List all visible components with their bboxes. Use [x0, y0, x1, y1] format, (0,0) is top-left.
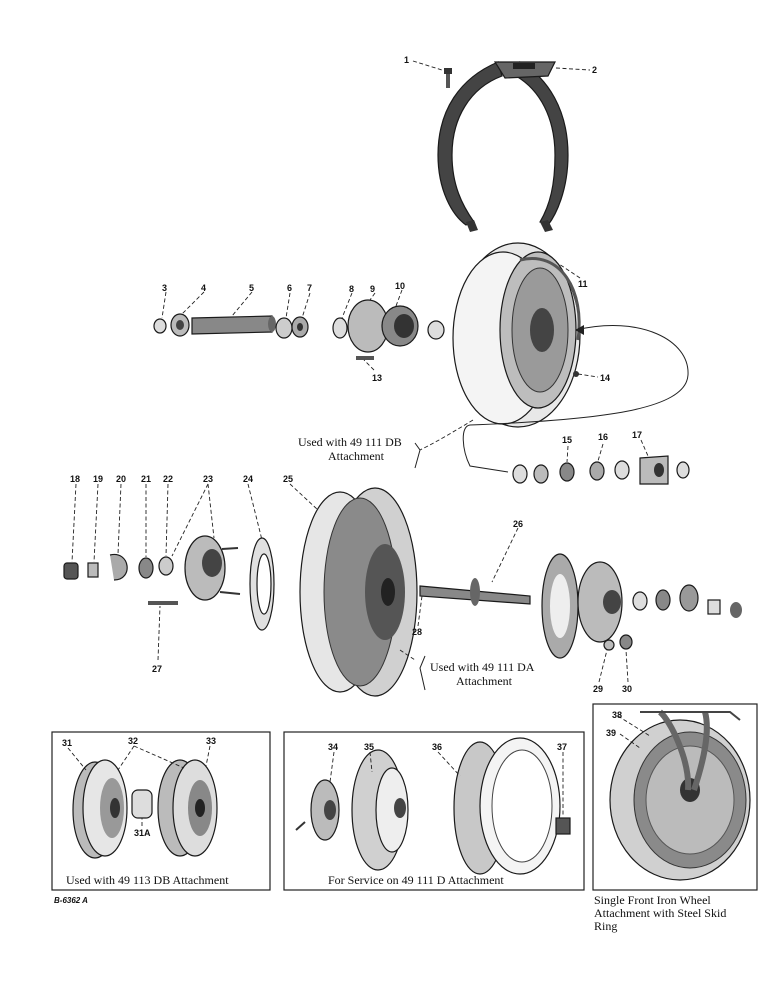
callout-11: 11 [578, 279, 588, 289]
lower-wheel-part [299, 487, 418, 697]
callout-33: 33 [206, 736, 216, 746]
callout-38: 38 [612, 710, 622, 720]
callout-20: 20 [116, 474, 126, 484]
caption-used-db-1: Used with 49 111 DB [298, 435, 402, 449]
callout-7: 7 [307, 283, 312, 293]
box-49-113-db [51, 731, 271, 891]
callout-4: 4 [201, 283, 206, 293]
lower-axle-parts [419, 553, 742, 659]
fork-part [437, 61, 569, 232]
callout-8: 8 [349, 284, 354, 294]
callout-23: 23 [203, 474, 213, 484]
callout-17: 17 [632, 430, 642, 440]
callout-24: 24 [243, 474, 253, 484]
callout-18: 18 [70, 474, 80, 484]
callout-36: 36 [432, 742, 442, 752]
callout-numbers: 1 2 3 4 5 6 7 8 9 10 11 13 14 15 16 17 1… [62, 55, 642, 838]
callout-31: 31 [62, 738, 72, 748]
callout-3: 3 [162, 283, 167, 293]
callout-21: 21 [141, 474, 151, 484]
caption-used-db-2: Attachment [328, 449, 385, 463]
caption-single-3: Ring [594, 919, 617, 933]
captions: Used with 49 111 DB Attachment Used with… [54, 435, 726, 933]
upper-bearing-parts [512, 455, 690, 485]
box1-parts [67, 745, 218, 859]
callout-2: 2 [592, 65, 597, 75]
callout-28: 28 [412, 627, 422, 637]
caption-single-1: Single Front Iron Wheel [594, 893, 711, 907]
caption-used-da-1: Used with 49 111 DA [430, 660, 535, 674]
caption-used-da-2: Attachment [456, 674, 513, 688]
box3-parts [609, 709, 751, 881]
callout-27: 27 [152, 664, 162, 674]
callout-32: 32 [128, 736, 138, 746]
callout-35: 35 [364, 742, 374, 752]
callout-30: 30 [622, 684, 632, 694]
callout-39: 39 [606, 728, 616, 738]
bolt-part-1 [444, 68, 452, 88]
caption-box1: Used with 49 113 DB Attachment [66, 873, 229, 887]
box-49-111-d [283, 731, 585, 891]
callout-1: 1 [404, 55, 409, 65]
caption-box2: For Service on 49 111 D Attachment [328, 873, 504, 887]
callout-26: 26 [513, 519, 523, 529]
callout-leaders [71, 60, 649, 683]
callout-19: 19 [93, 474, 103, 484]
callout-14: 14 [600, 373, 610, 383]
upper-axle-parts [153, 299, 579, 377]
callout-9: 9 [370, 284, 375, 294]
callout-22: 22 [163, 474, 173, 484]
upper-wheel-part [452, 242, 581, 428]
callout-29: 29 [593, 684, 603, 694]
callout-5: 5 [249, 283, 254, 293]
callout-16: 16 [598, 432, 608, 442]
box-single-front [592, 703, 758, 891]
callout-10: 10 [395, 281, 405, 291]
callout-37: 37 [557, 742, 567, 752]
box2-parts [295, 737, 571, 875]
drawing-code: B-6362 A [54, 896, 88, 905]
callout-31a: 31A [134, 828, 151, 838]
callout-15: 15 [562, 435, 572, 445]
lower-hub-parts [63, 535, 275, 631]
callout-25: 25 [283, 474, 293, 484]
callout-34: 34 [328, 742, 338, 752]
caption-single-2: Attachment with Steel Skid [594, 906, 726, 920]
callout-13: 13 [372, 373, 382, 383]
callout-6: 6 [287, 283, 292, 293]
